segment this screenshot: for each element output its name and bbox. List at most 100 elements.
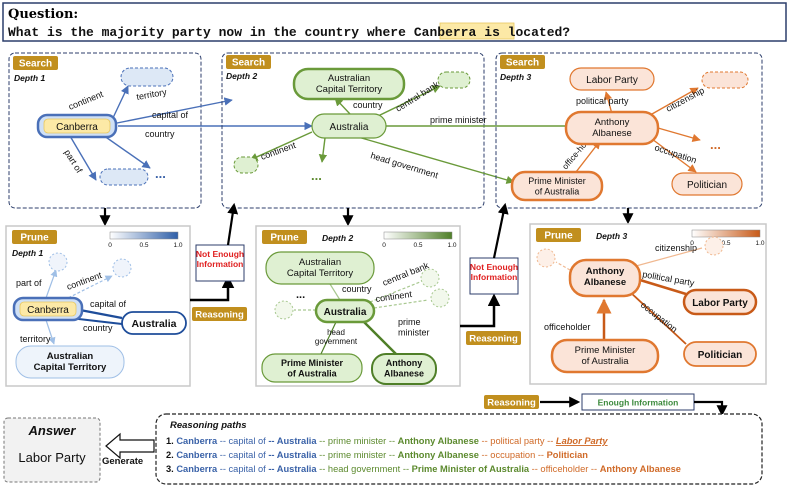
edge-label-country: country: [342, 284, 372, 294]
node-australia-label: Australia: [330, 122, 369, 133]
path-segment: -- prime minister --: [317, 436, 398, 446]
answer-box: Answer Labor Party: [3, 417, 101, 483]
depth-label-s3: Depth 3: [500, 72, 531, 82]
edge-line: [647, 135, 697, 173]
path-segment: -- capital of: [217, 464, 268, 474]
placeholder-node: [112, 258, 132, 278]
edge-line: [45, 319, 56, 345]
edge-line: [63, 275, 113, 301]
node-australia-label: Australia: [132, 318, 177, 330]
edge-label-part-of: part of: [16, 278, 42, 288]
edge-label-capital-of: capital of: [90, 299, 127, 309]
edge-line: [45, 269, 58, 299]
path-segment: Politician: [547, 450, 589, 460]
edge-line: [357, 136, 515, 184]
colorbar-tick-10: 1.0: [173, 242, 182, 249]
answer-title: Answer: [28, 423, 77, 438]
node-australia-search: Australia: [311, 113, 387, 139]
node-politician-label: Politician: [687, 180, 727, 191]
edge-label-citizenship: citizenship: [664, 85, 706, 114]
flow-arrow: [226, 202, 239, 246]
edge-label-occupation: occupation: [653, 142, 698, 165]
edge-label-citizenship: citizenship: [655, 243, 697, 253]
path-segment: Canberra: [176, 436, 218, 446]
question-entity-highlight: [439, 22, 515, 40]
answer-value: Labor Party: [18, 450, 86, 465]
question-prefix: What is the majority party now in the co…: [8, 25, 406, 40]
path-segment: 1.: [166, 436, 176, 446]
node-canberra-label: Canberra: [56, 122, 98, 133]
edge-label-territory: territory: [20, 334, 51, 344]
flow-arrow: [492, 202, 509, 259]
edge-label-country: country: [353, 100, 383, 110]
node-politician-search: Politician: [671, 172, 743, 196]
edge-line: [363, 321, 399, 357]
enough-info-label: Enough Information: [598, 398, 679, 408]
colorbar-tick-05: 0.5: [139, 242, 148, 249]
path-segment: -- Australia: [268, 436, 317, 446]
path-segment: -- political party --: [479, 436, 556, 446]
depth-label-p1: Depth 1: [12, 248, 43, 258]
colorbar-tick-05: 0.5: [413, 242, 422, 249]
reasoning-paths-title: Reasoning paths: [170, 420, 247, 431]
depth-label-p3: Depth 3: [596, 231, 627, 241]
edge-label-country: country: [145, 129, 175, 139]
edge-line: [111, 97, 233, 125]
colorbar-tick-10: 1.0: [447, 242, 456, 249]
edge-label-continent: continent: [259, 140, 297, 162]
path-segment: -- officeholder --: [529, 464, 600, 474]
edge-line: [377, 85, 441, 117]
path-segment: Anthony Albanese: [398, 436, 479, 446]
path-segment: Canberra: [176, 464, 218, 474]
placeholder-node: [536, 248, 556, 268]
search-tag-2: Search: [232, 58, 265, 69]
placeholder-node: [120, 67, 174, 87]
edge-label-officeholder: officeholder: [544, 322, 590, 332]
colorbar-tick-05: 0.5: [721, 240, 730, 247]
depth-label-s2: Depth 2: [226, 71, 257, 81]
edge-line: [111, 85, 129, 121]
prune-tag-1: Prune: [20, 233, 49, 244]
colorbar-tick-0: 0: [690, 240, 694, 247]
search-tag-1: Search: [19, 59, 52, 70]
node-australia-label: Australia: [324, 307, 367, 318]
edge-line: [635, 247, 703, 267]
node-labor-label: Labor Party: [586, 75, 638, 86]
reasoning-tag-2: Reasoning: [469, 334, 518, 345]
node-labor-label: Labor Party: [692, 298, 748, 309]
edge-line: [329, 283, 341, 301]
edge-label-territory: territory: [136, 87, 168, 102]
path-segment: Anthony Albanese: [600, 464, 681, 474]
edge-line: [575, 140, 601, 173]
generate-label: Generate: [102, 456, 143, 467]
question-box: Question: What is the majority party now…: [2, 2, 787, 42]
placeholder-node: [430, 288, 450, 308]
node-canberra-search: Canberra: [36, 113, 118, 139]
colorbar: [691, 229, 761, 238]
path-segment: Labor Party: [556, 436, 608, 446]
edge-label-political-party: political party: [576, 96, 629, 106]
edge-line: [651, 87, 699, 115]
placeholder-node: [99, 168, 149, 186]
node-australia-prune2: Australia: [314, 298, 376, 324]
question-title: Question:: [8, 7, 78, 22]
path-segment: -- capital of: [217, 450, 268, 460]
reasoning-tag-3: Reasoning: [487, 398, 536, 409]
reasoning-tag-1: Reasoning: [195, 310, 244, 321]
